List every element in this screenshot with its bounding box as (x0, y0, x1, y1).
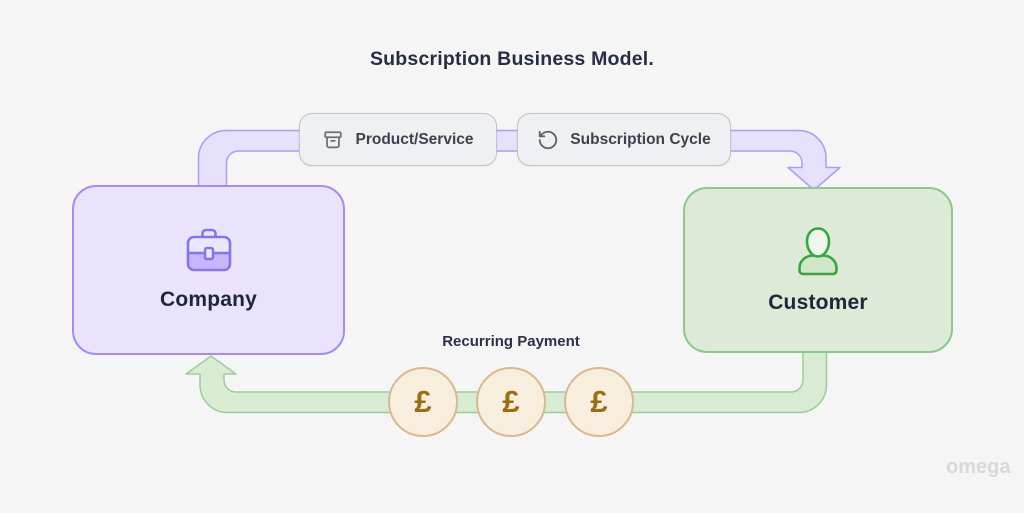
pound-symbol: £ (502, 384, 520, 419)
pound-symbol: £ (414, 384, 432, 419)
company-box: Company (72, 185, 345, 355)
subscription-cycle-label: Subscription Cycle (570, 130, 711, 148)
pound-symbol: £ (590, 384, 608, 419)
person-icon (795, 226, 841, 276)
watermark-logo: omega (946, 456, 1011, 478)
diagram-title: Subscription Business Model. (369, 48, 655, 70)
subscription-cycle-pill: Subscription Cycle (517, 113, 731, 166)
company-label: Company (159, 288, 258, 311)
product-service-label: Product/Service (355, 130, 474, 148)
customer-box: Customer (683, 187, 953, 353)
customer-label: Customer (768, 290, 868, 314)
green-return-band-arrow (185, 350, 828, 414)
rotate-ccw-icon (537, 129, 559, 151)
product-service-pill: Product/Service (299, 113, 497, 166)
coin: £ (388, 367, 458, 437)
recurring-payment-label: Recurring Payment (442, 333, 580, 350)
purple-band-left (197, 129, 303, 188)
coin: £ (476, 367, 546, 437)
archive-box-icon (322, 129, 344, 151)
coin: £ (564, 367, 634, 437)
purple-band-connector (494, 129, 520, 152)
purple-band-right-arrow (728, 129, 841, 191)
briefcase-icon (185, 228, 233, 273)
